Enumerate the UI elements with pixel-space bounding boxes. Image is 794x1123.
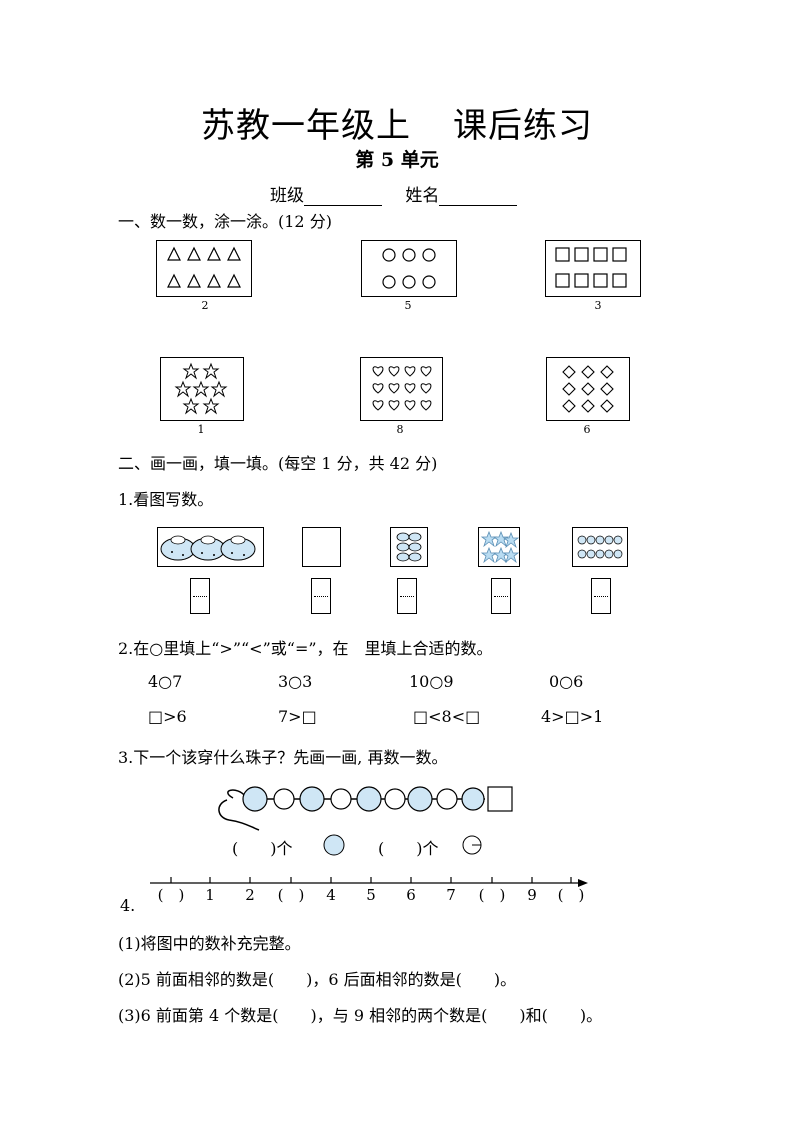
cakes-picture	[157, 527, 264, 567]
diamond-box[interactable]	[546, 357, 630, 421]
compare-item[interactable]: 10○9	[409, 672, 454, 691]
answer-box-5[interactable]	[591, 578, 611, 614]
string-end-icon	[218, 799, 260, 831]
tick-label: 5	[366, 886, 376, 904]
caption-1: 2	[201, 299, 209, 312]
fill-item[interactable]: 7>□	[278, 707, 317, 726]
arrow-icon	[578, 879, 588, 887]
number-line: ( ) 1 2 ( ) 4 5 6 7 ( ) 9 ( )	[150, 877, 588, 904]
bead-string	[218, 786, 513, 831]
star-icon	[481, 531, 519, 563]
tick-label: 4	[326, 886, 336, 904]
section2-heading: 二、画一画，填一填。(每空 1 分，共 42 分)	[118, 454, 438, 473]
squares-icon	[555, 247, 627, 288]
tick-label: ( )	[479, 886, 506, 904]
blue-bead-icon	[242, 786, 268, 812]
hearts-icon	[372, 366, 432, 411]
tick-label: 7	[446, 886, 456, 904]
stars-picture	[478, 527, 520, 567]
q1-text: 1.看图写数。	[118, 490, 214, 509]
tick-label: 1	[205, 886, 215, 904]
tick-label: ( )	[158, 886, 185, 904]
fill-item[interactable]: 4>□>1	[541, 707, 604, 726]
white-bead-icon	[384, 788, 406, 810]
bead-count-2[interactable]: ( )个	[378, 839, 439, 858]
answer-box-3[interactable]	[397, 578, 417, 614]
fill-item[interactable]: □>6	[148, 707, 187, 726]
q4-part3[interactable]: (3)6 前面第 4 个数是( )，与 9 相邻的两个数是( )和( )。	[118, 1006, 603, 1025]
cups-picture	[390, 527, 428, 567]
caption-3: 3	[594, 299, 602, 312]
square-box[interactable]	[545, 240, 641, 297]
fill-item[interactable]: □<8<□	[413, 707, 481, 726]
heart-box[interactable]	[360, 357, 443, 421]
white-bead-icon	[462, 835, 482, 855]
white-bead-icon	[273, 788, 295, 810]
white-bead-icon	[436, 788, 458, 810]
tick-label: 9	[527, 886, 537, 904]
triangles-icon	[167, 246, 241, 288]
next-bead-box[interactable]	[487, 786, 513, 812]
caption-6: 6	[583, 423, 591, 436]
stars-icon	[175, 363, 227, 414]
buttons-picture	[572, 527, 628, 567]
class-label: 班级	[270, 186, 304, 206]
answer-box-2[interactable]	[311, 578, 331, 614]
title-right: 课后练习	[453, 106, 593, 146]
blue-bead-icon	[299, 786, 325, 812]
cake-icon	[160, 535, 256, 561]
q4-part1: (1)将图中的数补充完整。	[118, 934, 301, 953]
blue-bead-icon	[323, 834, 345, 856]
unit-subtitle: 第 5 单元	[355, 149, 439, 171]
answer-box-4[interactable]	[491, 578, 511, 614]
blue-bead-icon	[407, 786, 433, 812]
compare-item[interactable]: 0○6	[549, 672, 584, 691]
student-info-line: 班级 姓名	[270, 181, 535, 206]
tick-label: ( )	[278, 886, 305, 904]
q4-label: 4.	[120, 896, 136, 915]
circles-icon	[382, 248, 436, 289]
blue-bead-icon	[356, 786, 382, 812]
caption-5: 8	[396, 423, 404, 436]
title-left: 苏教一年级上	[201, 106, 411, 146]
button-icon	[577, 535, 623, 559]
blue-bead-icon	[461, 787, 485, 811]
tick-label: 6	[406, 886, 416, 904]
answer-box-1[interactable]	[190, 578, 210, 614]
tick-label: ( )	[558, 886, 585, 904]
caption-4: 1	[197, 423, 205, 436]
tick-label: 2	[245, 886, 255, 904]
caption-2: 5	[404, 299, 412, 312]
class-blank[interactable]	[304, 189, 382, 206]
star-box[interactable]	[160, 357, 244, 421]
triangle-box[interactable]	[156, 240, 252, 297]
q3-text: 3.下一个该穿什么珠子？先画一画, 再数一数。	[118, 748, 448, 767]
page-title: 苏教一年级上 课后练习	[0, 98, 794, 147]
section1-heading: 一、数一数，涂一涂。(12 分)	[118, 212, 332, 231]
name-blank[interactable]	[439, 189, 518, 206]
compare-item[interactable]: 4○7	[148, 672, 183, 691]
circle-box[interactable]	[361, 240, 457, 297]
diamonds-icon	[562, 365, 614, 413]
name-label: 姓名	[405, 186, 440, 206]
q4-part2[interactable]: (2)5 前面相邻的数是( )，6 后面相邻的数是( )。	[118, 970, 517, 989]
white-bead-icon	[330, 788, 352, 810]
cup-icon	[396, 532, 422, 562]
compare-item[interactable]: 3○3	[278, 672, 313, 691]
q2-text: 2.在○里填上“>”“<”或“=”，在 里填上合适的数。	[118, 639, 493, 658]
bead-count-1[interactable]: ( )个	[232, 839, 293, 858]
empty-picture	[302, 527, 341, 567]
